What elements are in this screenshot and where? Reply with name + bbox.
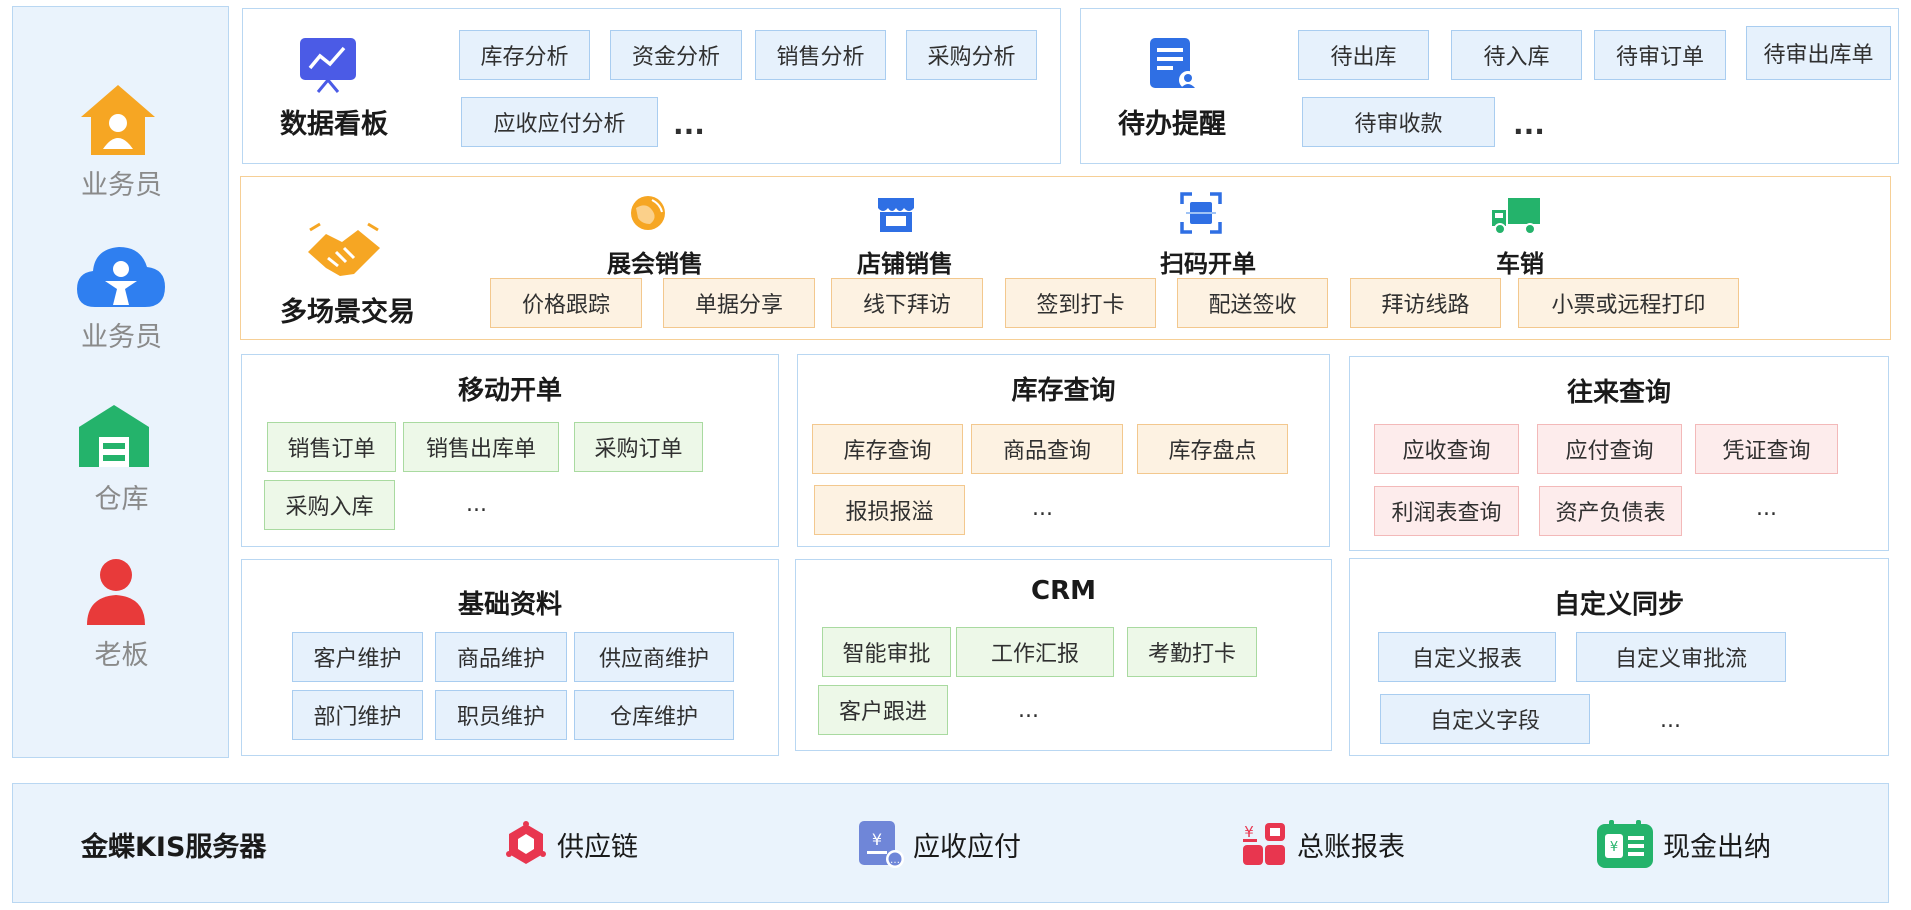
truck-icon — [1492, 198, 1540, 235]
cloud-person-icon — [77, 247, 165, 307]
account-query-item[interactable]: 应收查询 — [1374, 424, 1519, 474]
inventory-query-item[interactable]: 库存查询 — [812, 424, 963, 474]
svg-text:¥: ¥ — [1244, 823, 1254, 841]
inventory-query-item[interactable]: 商品查询 — [971, 424, 1123, 474]
server-module-cash[interactable]: ¥ 现金出纳 — [1595, 784, 1771, 904]
globe-icon — [631, 196, 665, 230]
custom-sync-item[interactable]: 自定义字段 — [1380, 694, 1590, 744]
scenarios-title: 多场景交易 — [280, 297, 415, 328]
todo-more: ... — [1513, 108, 1545, 141]
todo-item[interactable]: 待审出库单 — [1746, 26, 1891, 80]
custom-sync-more: ... — [1660, 708, 1681, 733]
server-title: 金蝶KIS服务器 — [81, 831, 267, 863]
crm-item[interactable]: 考勤打卡 — [1127, 627, 1257, 677]
basic-data-item[interactable]: 职员维护 — [435, 690, 567, 740]
role-label-salesman-cloud: 业务员 — [81, 322, 162, 353]
dashboard-title: 数据看板 — [280, 109, 388, 140]
ledger-icon: ¥ — [1243, 823, 1285, 865]
mobile-order-item[interactable]: 采购入库 — [264, 480, 395, 530]
dashboard-item[interactable]: 库存分析 — [459, 30, 590, 80]
dashboard-item[interactable]: 采购分析 — [906, 30, 1037, 80]
role-label-salesman: 业务员 — [81, 170, 162, 201]
server-bar: 金蝶KIS服务器 供应链 ¥ … 应收应付 ¥ — [12, 783, 1889, 903]
todo-title: 待办提醒 — [1118, 109, 1226, 140]
server-module-label: 应收应付 — [913, 831, 1021, 863]
todo-item[interactable]: 待入库 — [1451, 30, 1582, 80]
role-label-warehouse: 仓库 — [94, 484, 149, 515]
svg-text:…: … — [890, 855, 900, 866]
account-query-title: 往来查询 — [1566, 378, 1671, 408]
custom-sync-title: 自定义同步 — [1553, 590, 1684, 620]
mobile-order-item[interactable]: 销售出库单 — [403, 422, 559, 472]
mobile-order-more: ... — [466, 492, 487, 517]
svg-text:¥: ¥ — [872, 830, 882, 849]
scenario-item[interactable]: 小票或远程打印 — [1518, 278, 1739, 328]
basic-data-item[interactable]: 客户维护 — [292, 632, 423, 682]
inventory-query-item[interactable]: 报损报溢 — [814, 485, 965, 535]
crm-item[interactable]: 工作汇报 — [956, 627, 1114, 677]
crm-more: ... — [1018, 698, 1039, 723]
scenario-category-scan: 扫码开单 — [1160, 250, 1256, 278]
server-module-label: 现金出纳 — [1663, 831, 1771, 863]
document-icon — [1150, 38, 1197, 89]
inventory-query-title: 库存查询 — [1011, 376, 1116, 406]
account-query-item[interactable]: 凭证查询 — [1695, 424, 1838, 474]
account-query-item[interactable]: 应付查询 — [1537, 424, 1682, 474]
mobile-order-item[interactable]: 销售订单 — [267, 422, 396, 472]
warehouse-icon — [79, 405, 149, 467]
dashboard-item[interactable]: 销售分析 — [755, 30, 886, 80]
scenario-item[interactable]: 签到打卡 — [1005, 278, 1156, 328]
supply-chain-icon — [506, 821, 546, 864]
dashboard-item[interactable]: 资金分析 — [610, 30, 742, 80]
scenario-item[interactable]: 价格跟踪 — [490, 278, 642, 328]
scenario-item[interactable]: 拜访线路 — [1350, 278, 1501, 328]
crm-title: CRM — [1031, 576, 1096, 606]
shop-icon — [878, 198, 914, 232]
svg-text:¥: ¥ — [1610, 840, 1618, 855]
scenario-item[interactable]: 单据分享 — [663, 278, 815, 328]
server-module-label: 总账报表 — [1297, 831, 1405, 863]
dashboard-item[interactable]: 应收应付分析 — [461, 97, 658, 147]
dashboard-more: ... — [673, 108, 705, 141]
scenario-category-truck: 车销 — [1496, 250, 1544, 278]
house-person-icon — [81, 85, 155, 155]
account-query-item[interactable]: 资产负债表 — [1539, 486, 1682, 536]
cash-icon: ¥ — [1597, 820, 1653, 868]
server-module-ledger[interactable]: ¥ 总账报表 — [1241, 784, 1405, 904]
scenario-item[interactable]: 配送签收 — [1177, 278, 1328, 328]
mobile-order-item[interactable]: 采购订单 — [574, 422, 703, 472]
basic-data-item[interactable]: 仓库维护 — [574, 690, 734, 740]
account-query-item[interactable]: 利润表查询 — [1374, 486, 1519, 536]
inventory-query-item[interactable]: 库存盘点 — [1137, 424, 1288, 474]
todo-item[interactable]: 待审收款 — [1302, 97, 1495, 147]
basic-data-item[interactable]: 供应商维护 — [574, 632, 734, 682]
basic-data-item[interactable]: 部门维护 — [292, 690, 423, 740]
server-module-receivable[interactable]: ¥ … 应收应付 — [857, 784, 1021, 904]
account-query-more: ... — [1756, 496, 1777, 521]
basic-data-item[interactable]: 商品维护 — [435, 632, 567, 682]
server-module-label: 供应链 — [557, 831, 638, 863]
receivable-icon: ¥ … — [859, 821, 904, 868]
inventory-query-more: ... — [1032, 496, 1053, 521]
basic-data-title: 基础资料 — [457, 590, 562, 620]
chart-board-icon — [300, 38, 356, 93]
custom-sync-item[interactable]: 自定义审批流 — [1576, 632, 1786, 682]
crm-item[interactable]: 智能审批 — [822, 627, 951, 677]
scenario-category-shop: 店铺销售 — [857, 250, 953, 278]
todo-item[interactable]: 待出库 — [1298, 30, 1429, 80]
custom-sync-item[interactable]: 自定义报表 — [1378, 632, 1556, 682]
scenario-category-expo: 展会销售 — [607, 250, 703, 278]
role-label-boss: 老板 — [94, 640, 149, 671]
mobile-order-title: 移动开单 — [457, 376, 562, 406]
scan-icon — [1180, 192, 1222, 234]
server-module-supply-chain[interactable]: 供应链 — [503, 784, 638, 904]
person-icon — [87, 559, 145, 625]
todo-item[interactable]: 待审订单 — [1594, 30, 1726, 80]
handshake-icon — [308, 222, 380, 276]
crm-item[interactable]: 客户跟进 — [818, 685, 948, 735]
scenario-item[interactable]: 线下拜访 — [831, 278, 983, 328]
role-sidebar: 业务员 业务员 仓库 老板 — [12, 6, 229, 758]
